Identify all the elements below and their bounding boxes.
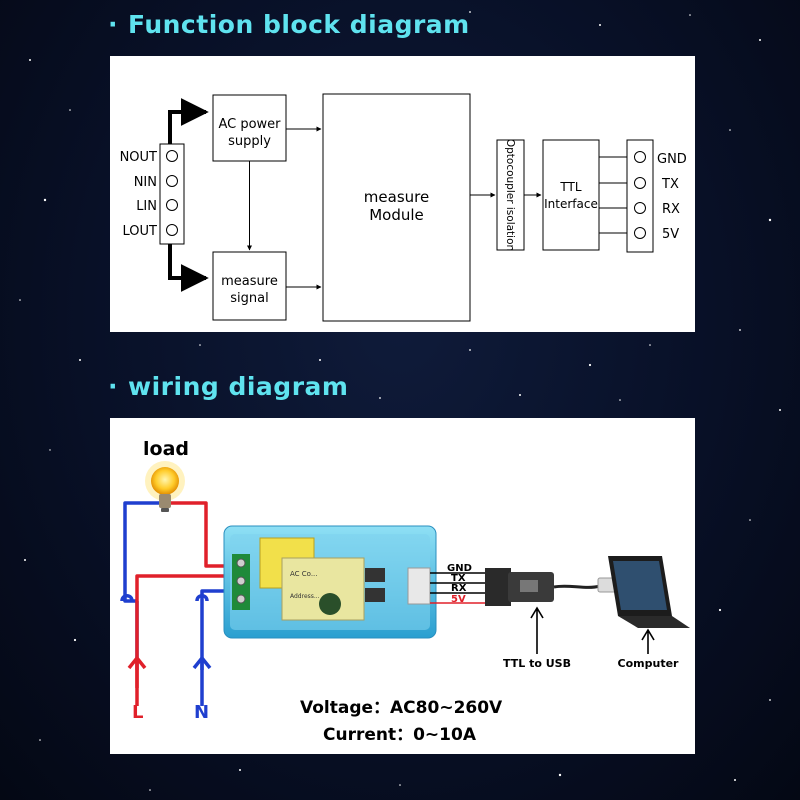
- label-tx: TX: [661, 177, 679, 192]
- pcb-board: [281, 557, 365, 621]
- neutral-input-arrow: [192, 655, 212, 706]
- thick-arrow-to-signal: [168, 244, 209, 292]
- measure-signal-box: [212, 251, 287, 321]
- terminal-lin: [166, 199, 178, 211]
- computer-label: Computer: [618, 657, 680, 670]
- terminal-nin: [166, 175, 178, 187]
- measure-signal-line1: measure: [221, 274, 278, 289]
- label-nin: NIN: [134, 175, 157, 190]
- ttl-line2: Interface: [544, 197, 598, 211]
- line-wire-top: [171, 501, 226, 568]
- power-meter-module: AC Co... Address...: [223, 525, 437, 639]
- terminal-5v: [634, 227, 646, 239]
- ttl-usb-label: TTL to USB: [503, 657, 571, 670]
- line-wire-bottom: [135, 574, 226, 688]
- line-input-arrow: [127, 655, 147, 706]
- arrow-to-adapter: [530, 606, 544, 654]
- wiring-diagram: load L N: [120, 438, 690, 745]
- laptop-computer-icon: [608, 556, 690, 628]
- optocoupler-label: Optocoupler isolation: [504, 139, 516, 251]
- thick-arrow-to-power: [168, 98, 209, 144]
- label-nout: NOUT: [120, 150, 157, 165]
- neutral-label: N: [194, 702, 209, 723]
- neutral-wire-jumper: [120, 594, 209, 602]
- current-spec: Current：0~10A: [323, 725, 477, 745]
- measure-signal-line2: signal: [230, 291, 268, 306]
- board-text-1: AC Co...: [290, 570, 318, 578]
- section-heading-wiring: ·wiring diagram: [108, 372, 349, 401]
- voltage-spec: Voltage：AC80~260V: [300, 698, 503, 718]
- ttl-usb-adapter: [485, 568, 617, 606]
- arrow-to-computer: [641, 628, 655, 654]
- terminal-nout: [166, 150, 178, 162]
- section-heading-function-block: ·Function block diagram: [108, 10, 470, 39]
- load-label: load: [143, 438, 189, 460]
- optocoupler-box: [496, 139, 525, 251]
- light-bulb-icon: [145, 461, 185, 512]
- measure-module-line2: Module: [369, 206, 424, 224]
- pin-label-tx: TX: [451, 573, 466, 584]
- chip-1: [365, 568, 385, 582]
- measure-module-line1: measure: [364, 188, 429, 206]
- ac-power-supply-box: [212, 94, 287, 162]
- output-connector: [407, 567, 431, 605]
- capacitor: [319, 593, 341, 615]
- measure-module-box: [322, 93, 471, 322]
- ttl-interface-box: [542, 139, 600, 251]
- wiring-diagram-panel: load L N: [110, 418, 695, 754]
- label-lout: LOUT: [123, 224, 158, 239]
- pin-label-rx: RX: [451, 583, 467, 594]
- terminal-tx: [634, 177, 646, 189]
- label-5v: 5V: [662, 227, 679, 242]
- pin-label-gnd: GND: [447, 563, 472, 574]
- label-rx: RX: [662, 202, 680, 217]
- label-gnd: GND: [657, 152, 687, 167]
- chip-2: [365, 588, 385, 602]
- neutral-wire-bottom: [200, 589, 226, 670]
- line-label: L: [132, 702, 143, 723]
- terminal-lout: [166, 224, 178, 236]
- board-text-2: Address...: [290, 593, 320, 600]
- ac-power-line2: supply: [228, 134, 271, 149]
- label-lin: LIN: [136, 199, 157, 214]
- pin-label-5v: 5V: [451, 594, 466, 605]
- ttl-line1: TTL: [559, 180, 581, 194]
- terminal-gnd: [634, 151, 646, 163]
- function-block-diagram: NOUT NIN LIN LOUT AC power supply measur…: [120, 93, 687, 322]
- function-block-diagram-panel: NOUT NIN LIN LOUT AC power supply measur…: [110, 56, 695, 332]
- neutral-wire-top: [123, 501, 159, 670]
- terminal-rx: [634, 202, 646, 214]
- ac-power-line1: AC power: [218, 117, 281, 132]
